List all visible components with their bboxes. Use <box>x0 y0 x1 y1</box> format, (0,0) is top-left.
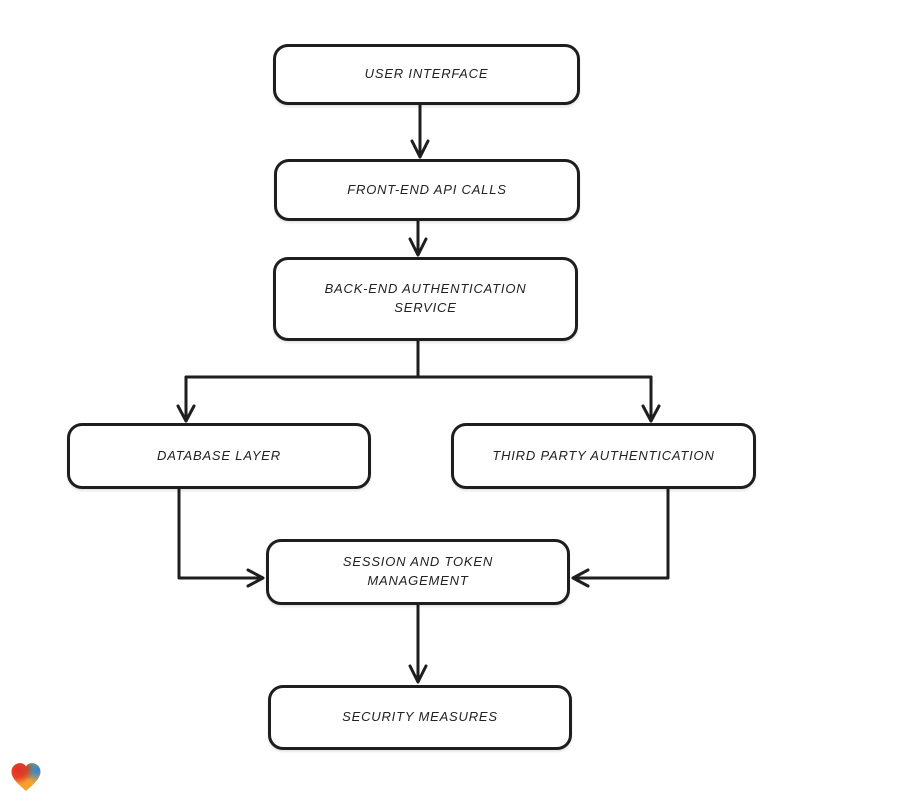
node-user-interface-label: USER INTERFACE <box>364 66 489 82</box>
edge-user-interface-to-front-end-api-calls <box>410 102 430 159</box>
heart-shape <box>11 763 41 791</box>
node-third-party-auth[interactable]: THIRD PARTY AUTHENTICATION <box>451 423 756 489</box>
node-third-party-auth-label: THIRD PARTY AUTHENTICATION <box>492 447 715 463</box>
edge-back-end-auth-service-branch <box>176 338 661 423</box>
edge-third-party-auth-to-session-token-mgmt <box>571 486 670 588</box>
node-session-token-mgmt-label: SESSION AND TOKEN MANAGEMENT <box>342 554 494 588</box>
node-back-end-auth-service[interactable]: BACK-END AUTHENTICATION SERVICE <box>273 257 578 341</box>
node-security-measures[interactable]: SECURITY MEASURES <box>268 685 572 750</box>
node-back-end-auth-service-label: BACK-END AUTHENTICATION SERVICE <box>324 281 527 315</box>
edge-front-end-api-calls-to-back-end-auth-service <box>408 218 428 257</box>
heart-logo <box>11 763 41 791</box>
node-database-layer-label: DATABASE LAYER <box>157 447 281 463</box>
node-session-token-mgmt[interactable]: SESSION AND TOKEN MANAGEMENT <box>266 539 570 605</box>
node-front-end-api-calls-label: FRONT-END API CALLS <box>347 181 507 197</box>
edge-database-layer-to-session-token-mgmt <box>177 486 265 588</box>
node-front-end-api-calls[interactable]: FRONT-END API CALLS <box>274 159 580 221</box>
node-user-interface[interactable]: USER INTERFACE <box>273 44 580 105</box>
node-database-layer[interactable]: DATABASE LAYER <box>67 423 371 489</box>
edge-session-token-mgmt-to-security-measures <box>408 602 428 684</box>
node-security-measures-label: SECURITY MEASURES <box>342 709 498 725</box>
